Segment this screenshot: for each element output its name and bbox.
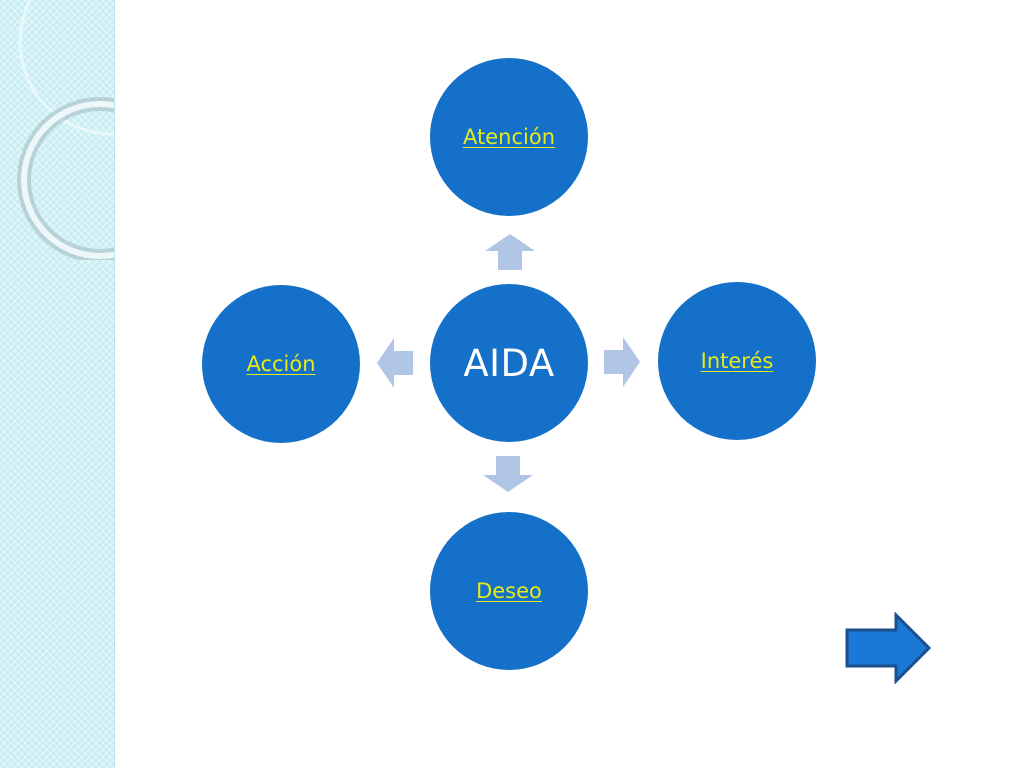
next-slide-arrow-icon[interactable] [844, 612, 932, 684]
left-decorative-band [0, 0, 115, 768]
up-arrow-icon [485, 234, 535, 270]
stage-link-atencion[interactable]: Atención [463, 125, 555, 149]
node-deseo[interactable]: Deseo [430, 512, 588, 670]
stage-link-deseo[interactable]: Deseo [476, 579, 542, 603]
node-atencion[interactable]: Atención [430, 58, 588, 216]
right-arrow-icon [604, 337, 640, 387]
stage-link-interes[interactable]: Interés [700, 349, 774, 373]
stage-link-accion[interactable]: Acción [246, 352, 316, 376]
node-accion[interactable]: Acción [202, 285, 360, 443]
node-aida-center: AIDA [430, 284, 588, 442]
decorative-rings [17, 0, 114, 260]
center-label: AIDA [463, 341, 555, 385]
left-arrow-icon [377, 338, 413, 388]
node-interes[interactable]: Interés [658, 282, 816, 440]
down-arrow-icon [483, 456, 533, 492]
